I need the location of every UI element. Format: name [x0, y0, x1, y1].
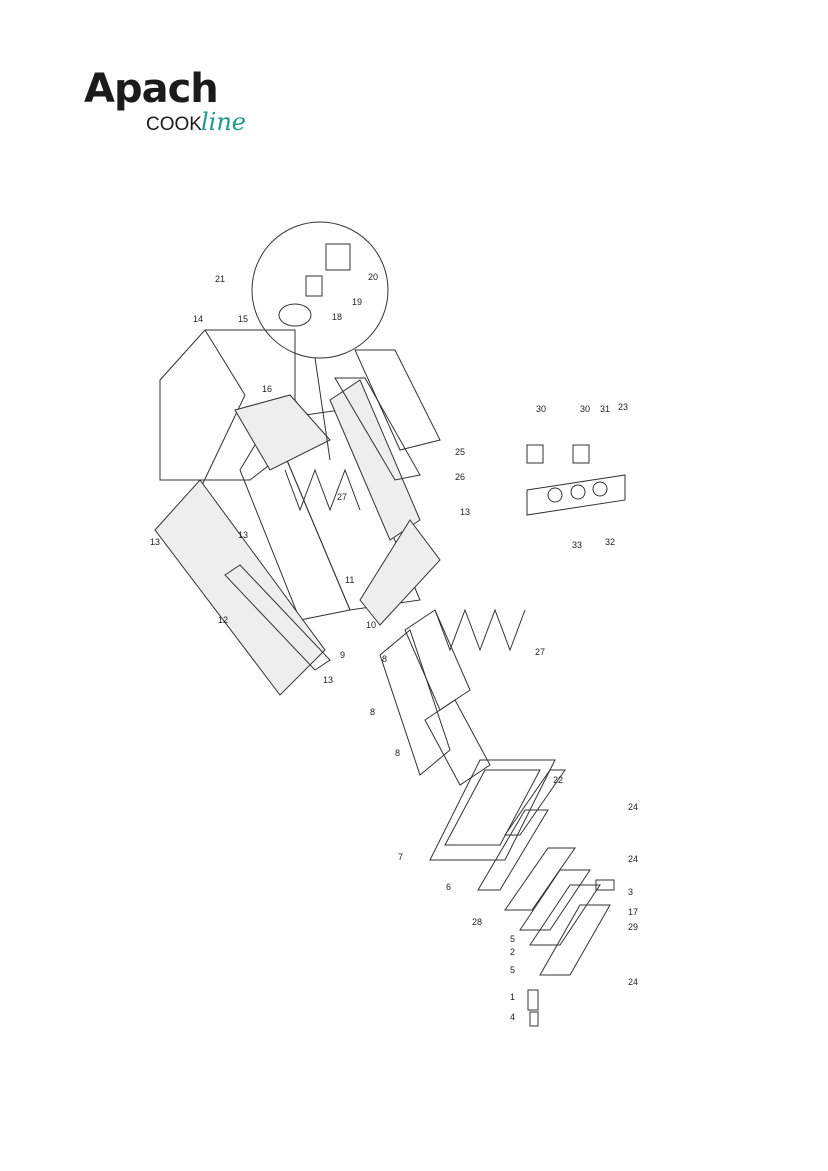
- callout-label: 13: [460, 507, 470, 517]
- logo-sub-brand-script: line: [201, 108, 247, 136]
- callout-label: 23: [618, 402, 628, 412]
- callout-label: 30: [536, 404, 546, 414]
- callout-label: 10: [366, 620, 376, 630]
- logo-brand: Apach: [84, 66, 219, 112]
- thermostat-part-20: [325, 243, 351, 271]
- callout-label: 28: [472, 917, 482, 927]
- callout-label: 9: [340, 650, 345, 660]
- control-panel-part: [526, 474, 626, 516]
- back-panel-part: [354, 349, 441, 451]
- door-glass-part-5: [519, 869, 591, 931]
- control-knob-hole-1: [547, 487, 563, 503]
- callout-label: 31: [600, 404, 610, 414]
- shelf-panel-3: [424, 699, 491, 786]
- brand-logo: Apach COOK line: [84, 66, 264, 146]
- shelf-panel-1: [379, 629, 451, 776]
- control-knob-hole-2: [570, 484, 586, 500]
- callout-label: 21: [215, 274, 225, 284]
- callout-label: 30: [580, 404, 590, 414]
- callout-label: 15: [238, 314, 248, 324]
- shelf-panel-2: [404, 609, 471, 711]
- callout-label: 5: [510, 934, 515, 944]
- callout-label: 22: [553, 775, 563, 785]
- handle-part-4: [529, 1011, 539, 1027]
- detail-magnifier-circle: [251, 221, 389, 359]
- door-glass-part-2: [529, 884, 601, 946]
- insulation-panel-bottom: [359, 519, 441, 626]
- insulation-strip-part: [224, 564, 331, 671]
- knob-part-18: [278, 303, 312, 327]
- callout-label: 8: [395, 748, 400, 758]
- callout-label: 16: [262, 384, 272, 394]
- control-knob-hole-3: [592, 481, 608, 497]
- door-panel-part: [477, 809, 549, 891]
- callout-label: 7: [398, 852, 403, 862]
- callout-label: 3: [628, 887, 633, 897]
- control-knob-30a: [526, 444, 544, 464]
- insulation-panel-left: [154, 479, 326, 696]
- callout-label: 18: [332, 312, 342, 322]
- callout-label: 32: [605, 537, 615, 547]
- callout-label: 27: [337, 492, 347, 502]
- callout-label: 8: [382, 654, 387, 664]
- heating-element-upper: [284, 468, 361, 512]
- callout-label: 29: [628, 922, 638, 932]
- callout-label: 8: [370, 707, 375, 717]
- callout-label: 1: [510, 992, 515, 1002]
- hinge-part-3: [595, 879, 615, 891]
- callout-labels: 1 2 3 4 5 5 6 7 8 8 8 9 10 11 12 13 13 1…: [150, 272, 638, 1022]
- callout-label: 20: [368, 272, 378, 282]
- door-frame-part: [429, 759, 556, 861]
- callout-label: 24: [628, 802, 638, 812]
- callout-label: 24: [628, 854, 638, 864]
- callout-label: 12: [218, 615, 228, 625]
- logo-sub-brand: COOK: [146, 114, 202, 135]
- door-glass-part-28: [504, 847, 576, 911]
- callout-label: 13: [323, 675, 333, 685]
- switch-part-19: [305, 275, 323, 297]
- insulation-panel-right: [329, 379, 421, 541]
- outer-cover-part: [159, 329, 296, 481]
- door-glass-part-29: [539, 904, 611, 976]
- callout-label: 24: [628, 977, 638, 987]
- insulation-panel-top: [234, 394, 331, 471]
- control-knob-30b: [572, 444, 590, 464]
- handle-part-1: [527, 989, 539, 1011]
- callout-label: 17: [628, 907, 638, 917]
- callout-label: 11: [345, 575, 354, 585]
- callout-label: 6: [446, 882, 451, 892]
- callout-label: 2: [510, 947, 515, 957]
- callout-label: 26: [455, 472, 465, 482]
- heating-element-lower: [434, 608, 526, 652]
- callout-label: 13: [238, 530, 248, 540]
- callout-label: 33: [572, 540, 582, 550]
- callout-label: 19: [352, 297, 362, 307]
- callout-label: 25: [455, 447, 465, 457]
- callout-label: 27: [535, 647, 545, 657]
- callout-label: 13: [150, 537, 160, 547]
- callout-label: 14: [193, 314, 203, 324]
- callout-label: 5: [510, 965, 515, 975]
- callout-label: 4: [510, 1012, 515, 1022]
